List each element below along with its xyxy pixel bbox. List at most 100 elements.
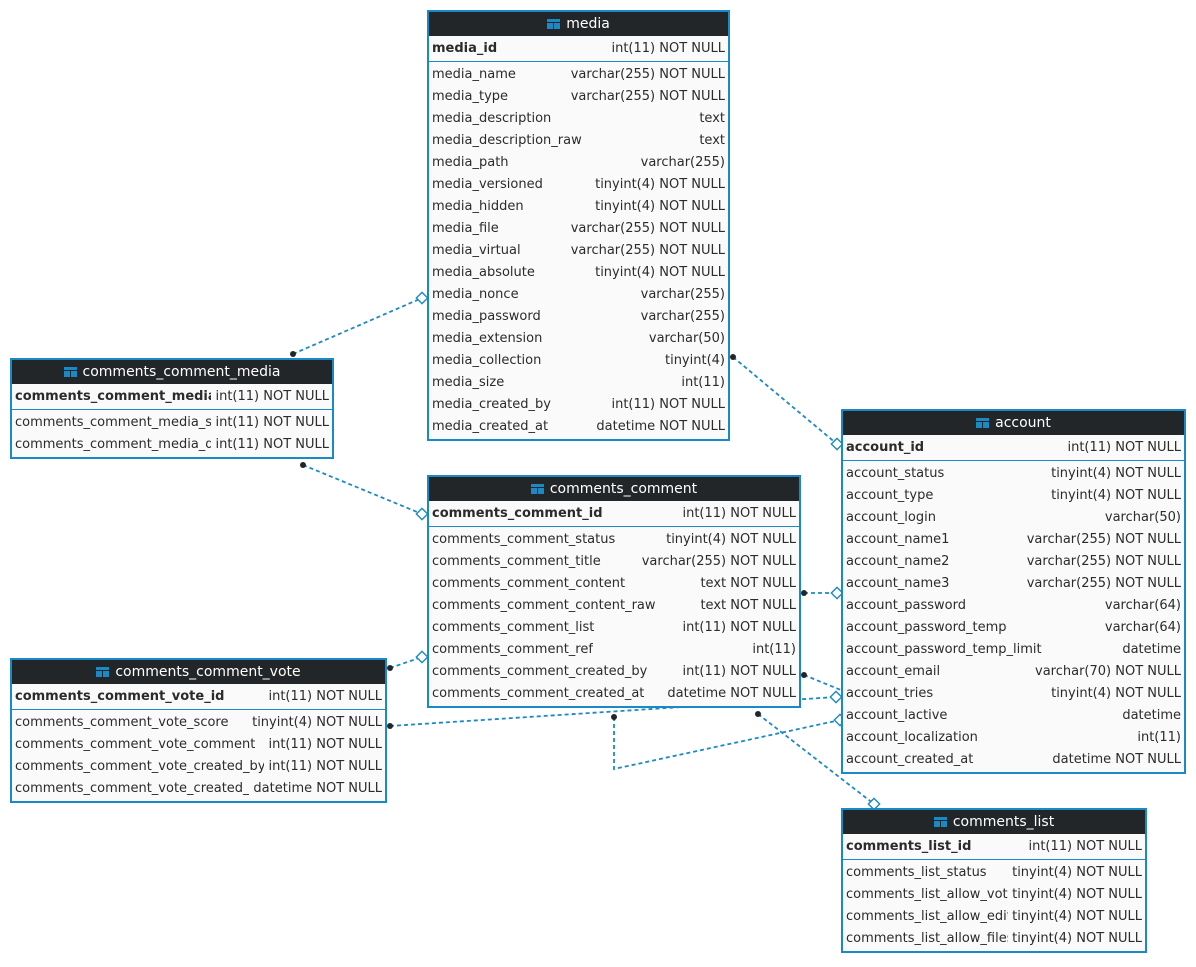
column-name: comments_list_allow_edit xyxy=(846,908,1009,924)
column-name: media_type xyxy=(432,88,509,104)
column-name: account_login xyxy=(846,509,936,525)
column-name: media_name xyxy=(432,66,516,82)
entity-header[interactable]: comments_comment_media xyxy=(12,360,332,384)
entity-header[interactable]: comments_list xyxy=(843,810,1145,834)
column-type: datetime xyxy=(1122,641,1181,657)
column-name: media_collection xyxy=(432,352,542,368)
column-name: account_name3 xyxy=(846,575,950,591)
relationship-diamond-marker xyxy=(415,650,429,664)
column-name: media_description_raw xyxy=(432,132,582,148)
column-name: comments_list_id xyxy=(846,839,972,854)
entity-header[interactable]: comments_comment_vote xyxy=(12,660,385,684)
column-name: comments_comment_vote_id xyxy=(15,689,225,704)
column-type: varchar(255) NOT NULL xyxy=(1026,575,1181,591)
entity-title: comments_comment xyxy=(549,481,698,497)
relationship-line[interactable] xyxy=(389,656,423,669)
column-name: media_extension xyxy=(432,330,543,346)
entity-header[interactable]: comments_comment xyxy=(429,477,799,501)
column-row[interactable]: comments_list_allow_votingtinyint(4) NOT… xyxy=(843,883,1145,905)
column-name: comments_comment_ref xyxy=(432,641,593,657)
column-row[interactable]: media_extension varchar(50) xyxy=(429,327,728,349)
relationship-line[interactable] xyxy=(292,297,423,355)
relationship-line[interactable] xyxy=(613,717,841,771)
column-name: account_localization xyxy=(846,729,978,745)
column-type: varchar(50) xyxy=(648,330,725,346)
column-type: int(11) NOT NULL xyxy=(682,619,796,635)
relationship-line[interactable] xyxy=(302,464,423,515)
column-row[interactable]: account_name3 varchar(255) NOT NULL xyxy=(843,572,1184,594)
column-name: media_absolute xyxy=(432,264,535,280)
entity-header[interactable]: media xyxy=(429,12,728,36)
column-name: media_virtual xyxy=(432,242,521,258)
column-row[interactable]: media_description_raw text xyxy=(429,129,728,151)
column-type: text xyxy=(699,110,725,126)
entity-header[interactable]: account xyxy=(843,411,1184,435)
column-name: media_versioned xyxy=(432,176,543,192)
column-type: text xyxy=(699,132,725,148)
column-name: media_password xyxy=(432,308,541,324)
relationship-line[interactable] xyxy=(732,356,838,445)
column-type: int(11) NOT NULL xyxy=(215,414,329,430)
